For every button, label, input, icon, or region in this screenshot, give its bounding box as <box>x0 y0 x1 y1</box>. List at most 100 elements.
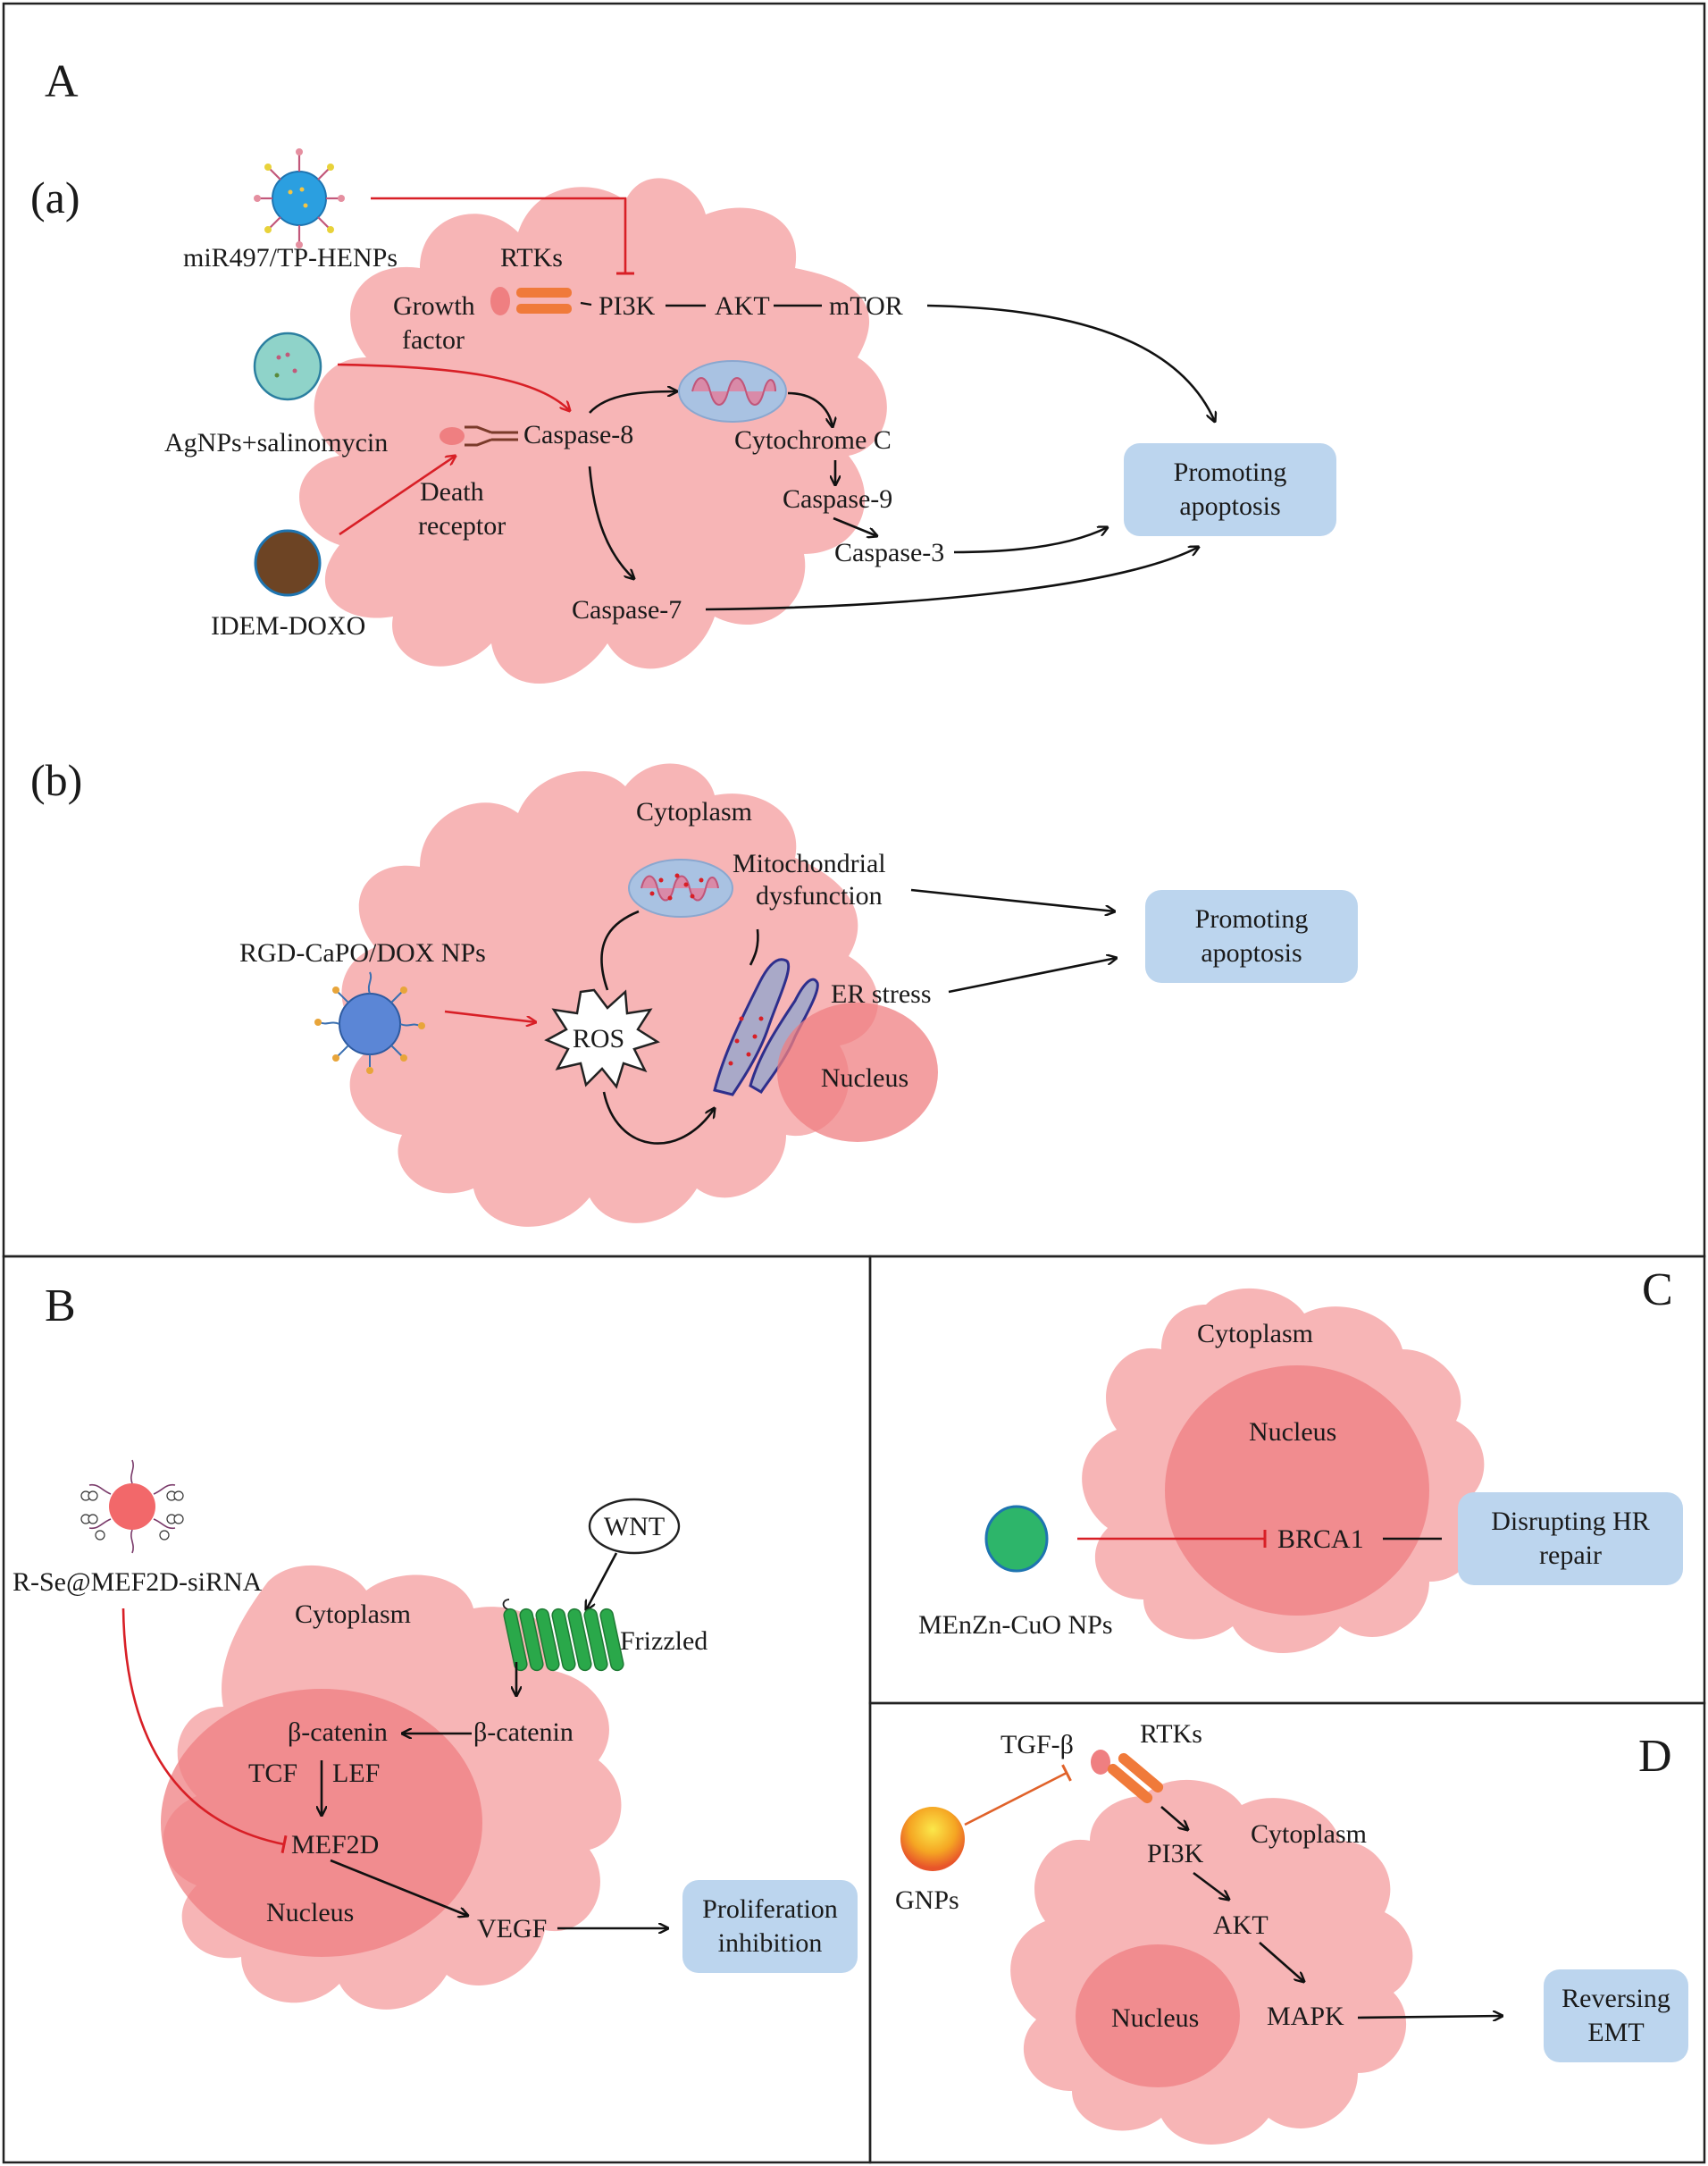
label-tgf: TGF-β <box>1001 1730 1074 1759</box>
label-mtor-a: mTOR <box>829 291 903 321</box>
label-hr1: Disrupting HR <box>1491 1507 1650 1536</box>
label-caspase3: Caspase-3 <box>834 538 944 567</box>
arrow-mtor-apoptosis <box>926 304 1215 422</box>
label-akt-a: AKT <box>715 291 770 321</box>
mir497-nanoparticle-icon <box>254 148 345 248</box>
label-nucleus-c: Nucleus <box>1249 1417 1336 1447</box>
label-frizzled: Frizzled <box>620 1626 707 1656</box>
cell-body-a <box>299 178 887 684</box>
arrow-mapk-emt <box>1357 2016 1503 2018</box>
panel-a-sub-b-letter: (b) <box>30 755 82 805</box>
link-ros-mito <box>600 910 640 991</box>
disrupting-hr-box <box>1458 1492 1683 1585</box>
rtk-receptor-icon <box>490 287 572 315</box>
label-mapk-d: MAPK <box>1267 2002 1344 2031</box>
rgd-capo-dox-nanoparticle-icon <box>314 971 425 1074</box>
label-ros: ROS <box>573 1024 624 1054</box>
label-apoptosis-a1: apoptosis <box>1179 491 1280 521</box>
label-mito2: dysfunction <box>756 881 883 911</box>
label-menzn: MEnZn-CuO NPs <box>918 1610 1113 1640</box>
arrow-caspase7-apoptosis <box>705 547 1199 611</box>
label-idem: IDEM-DOXO <box>211 611 365 641</box>
nucleus-d <box>1076 1944 1240 2087</box>
label-rtks-d: RTKs <box>1140 1719 1202 1749</box>
arrow-caspase8-mito <box>589 391 677 414</box>
label-tcf: TCF <box>248 1759 297 1788</box>
proliferation-box <box>682 1880 858 1973</box>
arrow-caspase8-caspase7 <box>588 466 634 579</box>
frizzled-receptor-icon <box>502 1599 624 1672</box>
damaged-mitochondrion-icon <box>628 859 733 918</box>
arrow-mito-apoptosis-b <box>910 888 1115 911</box>
label-promoting-b1: Promoting <box>1195 904 1309 934</box>
panel-d: D TGF-β RTKs GNPs PI3K Cytoplasm AKT MAP… <box>895 1719 1688 2145</box>
label-caspase8: Caspase-8 <box>523 420 633 449</box>
arrow-pi3k-akt <box>1193 1871 1229 1900</box>
label-pi3k-a: PI3K <box>599 291 656 321</box>
idem-doxo-nanoparticle-icon <box>254 529 322 597</box>
ros-burst-icon <box>544 988 660 1089</box>
label-cytoplasm-c: Cytoplasm <box>1197 1319 1313 1348</box>
arrow-rtk-pi3k <box>1160 1806 1188 1830</box>
panel-d-letter: D <box>1638 1731 1672 1782</box>
nucleus-b <box>777 1003 938 1142</box>
label-cytoplasm-b: Cytoplasm <box>636 797 752 827</box>
label-caspase9: Caspase-9 <box>783 484 892 514</box>
mitochondrion-icon <box>678 360 787 423</box>
label-prolif1: Proliferation <box>702 1894 838 1924</box>
label-rtks-a: RTKs <box>500 243 563 273</box>
label-pi3k-d: PI3K <box>1147 1839 1204 1868</box>
arrow-mito-cytochrome <box>787 391 833 427</box>
arrow-akt-mapk <box>1259 1942 1304 1982</box>
label-rgd: RGD-CaPO/DOX NPs <box>239 938 486 968</box>
label-cytochrome: Cytochrome C <box>734 425 892 455</box>
label-apoptosis-b1: apoptosis <box>1201 938 1302 968</box>
label-lef: LEF <box>332 1759 380 1788</box>
label-caspase7: Caspase-7 <box>572 595 682 625</box>
label-growth: Growth <box>393 291 475 321</box>
arrow-wnt-frizzled <box>586 1552 618 1610</box>
r-se-mef2d-sirna-nanoparticle-icon <box>80 1459 184 1554</box>
arrow-mef2d-vegf <box>330 1859 468 1916</box>
arrow-ros-er <box>602 1091 715 1145</box>
label-cytoplasm-bp: Cytoplasm <box>295 1599 411 1629</box>
inhibition-rse-mef2d <box>121 1608 288 1854</box>
label-promoting-a1: Promoting <box>1174 458 1287 487</box>
arrow-agnps-caspase8 <box>337 363 570 411</box>
death-receptor-icon <box>440 425 518 447</box>
label-bcat-in: β-catenin <box>288 1717 388 1747</box>
label-vegf: VEGF <box>477 1914 547 1944</box>
rtk-receptor-icon-d <box>1091 1750 1164 1804</box>
label-gnps: GNPs <box>895 1885 959 1915</box>
agnps-nanoparticle-icon <box>253 332 322 401</box>
inhibition-mir497-pi3k <box>371 197 634 275</box>
promoting-apoptosis-box-a <box>1124 443 1336 536</box>
panel-a-letter: A <box>45 56 79 107</box>
label-akt-d: AKT <box>1213 1910 1268 1940</box>
inhibition-gnps-tgf <box>964 1764 1072 1826</box>
label-wnt: WNT <box>604 1512 665 1541</box>
reversing-emt-box <box>1544 1969 1688 2062</box>
arrow-caspase3-apoptosis <box>953 527 1108 554</box>
label-nucleus-bp: Nucleus <box>266 1898 354 1927</box>
gnps-nanoparticle-icon <box>900 1807 965 1871</box>
label-mef2d: MEF2D <box>291 1830 379 1860</box>
menzn-cuo-nanoparticle-icon <box>984 1505 1049 1573</box>
panel-a-sub-a-letter: (a) <box>30 172 80 222</box>
label-agnps: AgNPs+salinomycin <box>164 428 388 458</box>
label-nucleus-d: Nucleus <box>1111 2003 1199 2033</box>
label-hr2: repair <box>1539 1541 1602 1570</box>
panel-c-letter: C <box>1642 1264 1673 1315</box>
panel-a: A (a) miR497/TP-HENPs <box>30 56 1358 1227</box>
label-death: Death <box>420 477 484 507</box>
cell-body-b <box>341 763 878 1227</box>
rtk-to-pi3k-link <box>580 301 592 306</box>
wnt-ligand-icon <box>588 1498 681 1555</box>
panel-b: B R-Se@MEF2D-siRNA Cytopl <box>13 1280 858 2010</box>
label-rse: R-Se@MEF2D-siRNA <box>13 1567 263 1597</box>
label-brca1: BRCA1 <box>1277 1524 1364 1554</box>
label-bcat-out: β-catenin <box>473 1717 574 1747</box>
panel-d-border <box>868 1701 1706 2164</box>
